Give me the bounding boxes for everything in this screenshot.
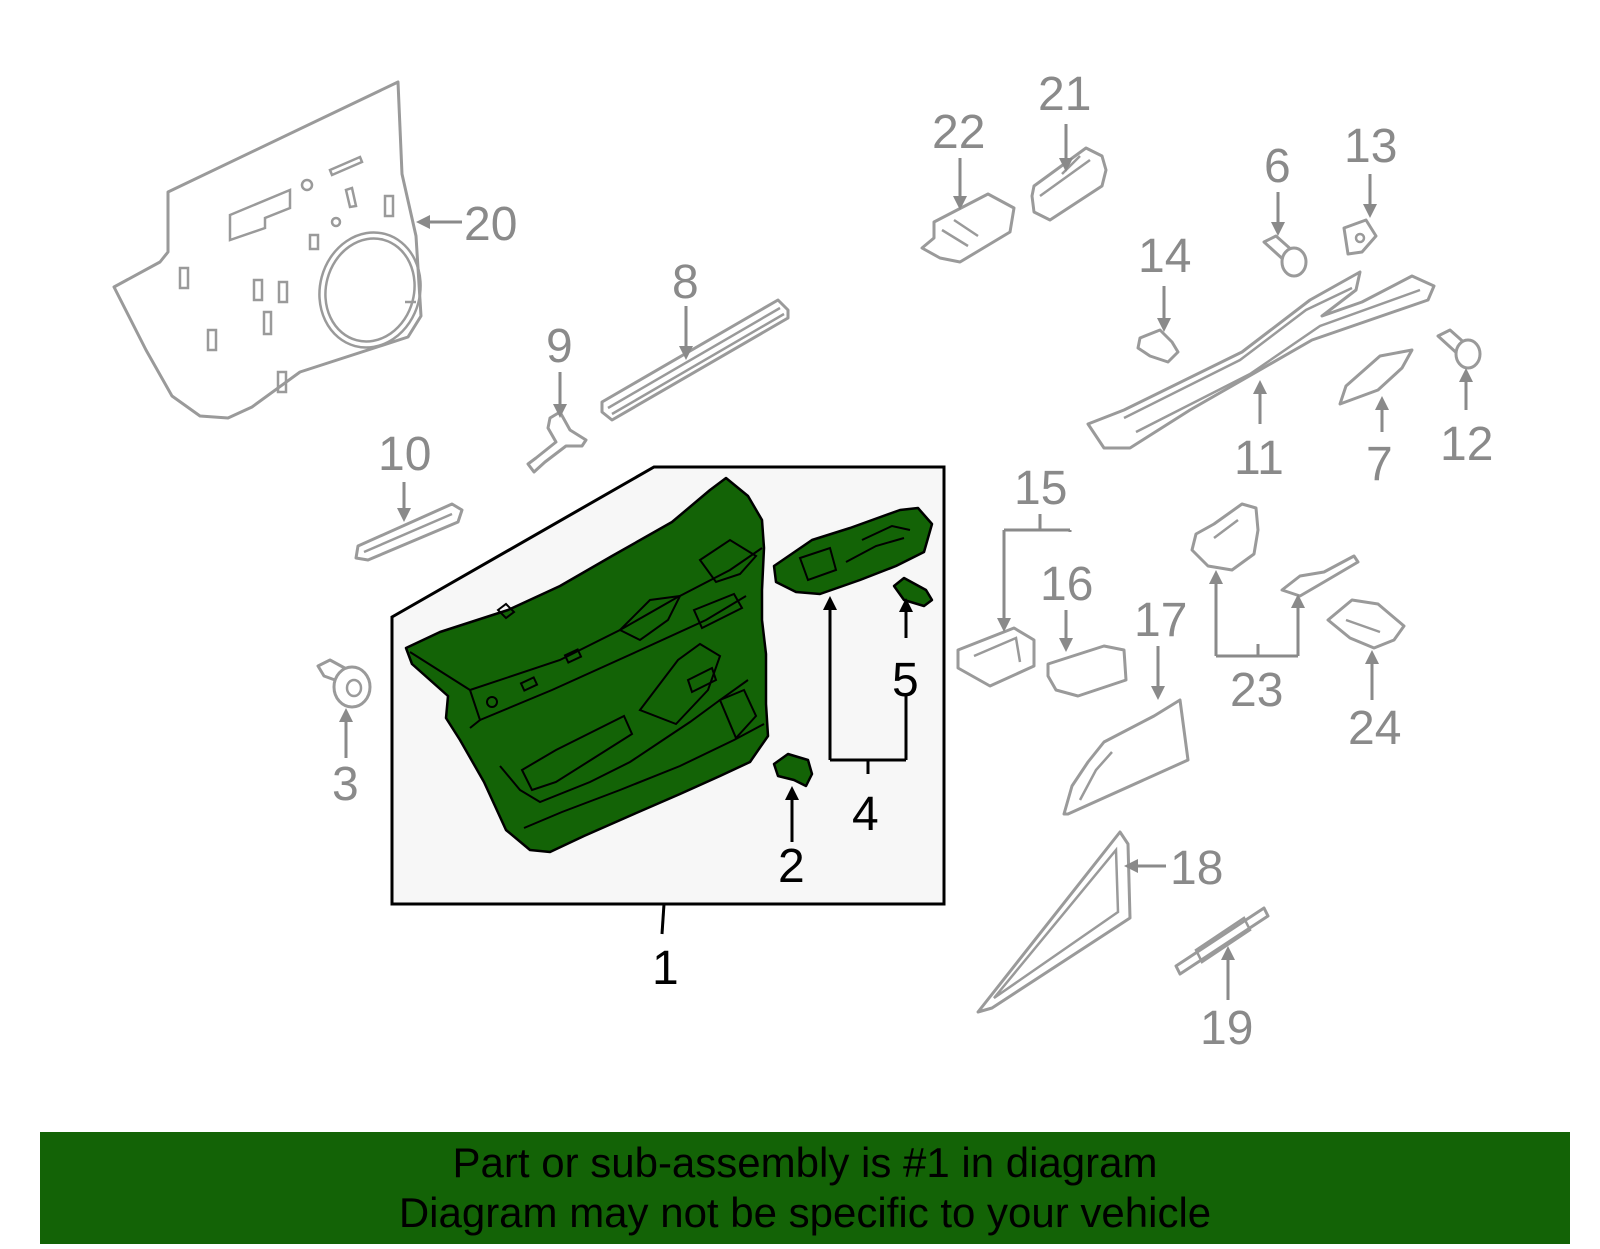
part-21-switch-cap[interactable] [1030, 146, 1108, 222]
callout-22: 22 [932, 106, 985, 159]
callout-9: 9 [546, 320, 573, 373]
callout-13: 13 [1344, 120, 1397, 173]
callout-20: 20 [464, 198, 517, 251]
part-7-trim-cover[interactable] [1338, 348, 1414, 406]
part-6-screw[interactable] [1262, 234, 1308, 278]
callout-11: 11 [1234, 432, 1284, 485]
leader-lines [339, 124, 1473, 1000]
info-banner: Part or sub-assembly is #1 in diagram Di… [40, 1132, 1570, 1244]
callout-15: 15 [1014, 462, 1067, 515]
part-20-door-trim-board[interactable] [112, 80, 433, 420]
part-17-speaker-grille[interactable] [1062, 698, 1190, 816]
part-22-switch-housing[interactable] [920, 192, 1016, 264]
part-3-push-pin[interactable] [316, 658, 372, 709]
part-18-corner-trim[interactable] [976, 830, 1132, 1014]
callout-19: 19 [1200, 1002, 1253, 1055]
banner-line-2: Diagram may not be specific to your vehi… [398, 1189, 1212, 1236]
callout-17: 17 [1134, 594, 1187, 647]
part-14-retainer-clip[interactable] [1136, 328, 1180, 364]
callout-12: 12 [1440, 418, 1493, 471]
part-10-trim-strip[interactable] [354, 502, 464, 562]
part-19-bracket-plate[interactable] [1174, 906, 1270, 976]
callout-labels: 1 2 3 4 5 6 7 8 9 10 11 12 13 14 15 16 1… [332, 68, 1493, 1055]
part-2-clip[interactable] [772, 752, 814, 788]
callout-24: 24 [1348, 702, 1401, 755]
part-11-trim-rail[interactable] [1086, 270, 1436, 450]
part-4-switch-panel[interactable] [772, 506, 934, 596]
part-16-pocket-cover[interactable] [1046, 644, 1128, 698]
part-5-switch[interactable] [892, 576, 934, 608]
part-8-belt-moulding[interactable] [600, 298, 790, 422]
part-12-screw[interactable] [1436, 328, 1482, 370]
callout-8: 8 [672, 256, 699, 309]
callout-4: 4 [852, 788, 879, 841]
part-9-bracket[interactable] [526, 410, 588, 474]
part-23-lock-bracket[interactable] [1190, 502, 1360, 598]
part-1-door-trim-panel[interactable] [404, 476, 770, 854]
callout-5: 5 [892, 654, 919, 707]
callout-23: 23 [1230, 664, 1283, 717]
banner-line-1: Part or sub-assembly is #1 in diagram [452, 1139, 1158, 1186]
callout-14: 14 [1138, 230, 1191, 283]
part-15-pocket-housing[interactable] [956, 626, 1036, 688]
callout-6: 6 [1264, 140, 1291, 193]
callout-21: 21 [1038, 68, 1091, 121]
callout-10: 10 [378, 428, 431, 481]
part-24-lamp[interactable] [1326, 598, 1406, 650]
part-13-clip-nut[interactable] [1342, 218, 1378, 256]
callout-2: 2 [778, 840, 805, 893]
callout-7: 7 [1366, 438, 1393, 491]
callout-3: 3 [332, 758, 359, 811]
callout-18: 18 [1170, 842, 1223, 895]
callout-1: 1 [652, 942, 679, 995]
callout-16: 16 [1040, 558, 1093, 611]
